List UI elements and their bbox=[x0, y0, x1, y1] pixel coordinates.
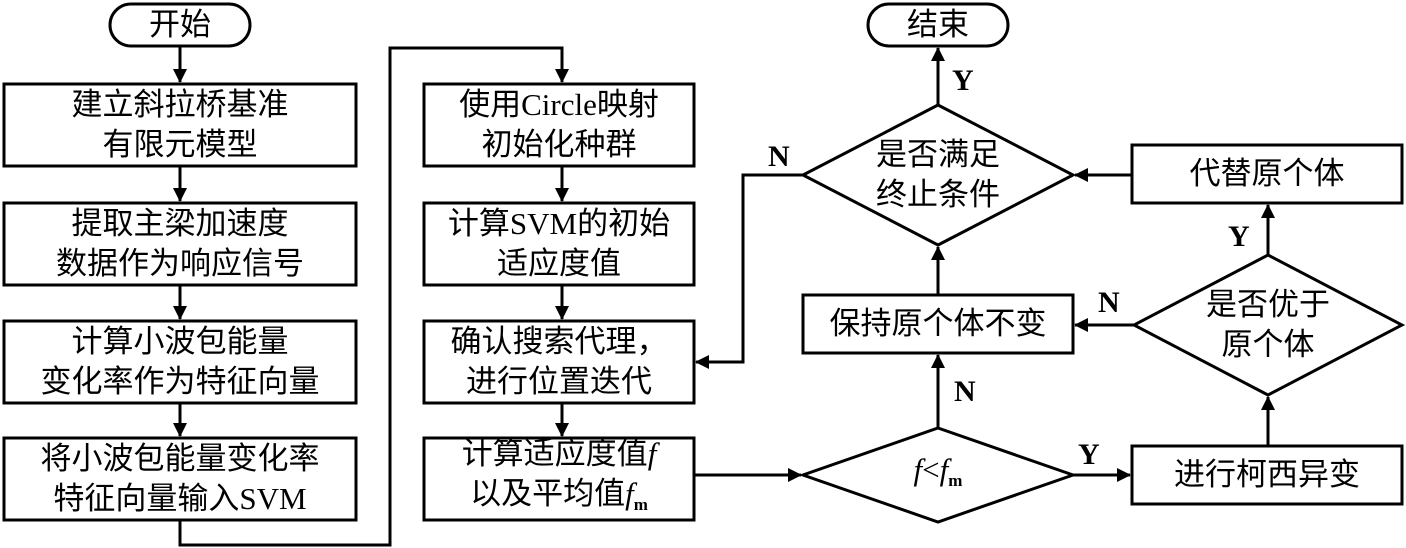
initial-fitness-box bbox=[422, 201, 696, 287]
edge-label-term-no: N bbox=[768, 140, 790, 173]
compare-var-fm: f bbox=[939, 451, 949, 487]
compute-features-label: 计算小波包能量 变化率作为特征向量 bbox=[4, 321, 356, 403]
compute-fitness-line-2: 以及平均值fm bbox=[470, 475, 648, 514]
initial-fitness-line-1: 计算SVM的初始 bbox=[447, 206, 671, 241]
compare-mean-diamond bbox=[798, 426, 1078, 524]
cauchy-mutation-text: 进行柯西异变 bbox=[1174, 457, 1360, 492]
better-than-original-diamond bbox=[1130, 253, 1406, 397]
build-model-line-2: 有限元模型 bbox=[102, 127, 258, 162]
init-population-line-2: 初始化种群 bbox=[481, 127, 637, 162]
better-than-original-label: 是否优于 原个体 bbox=[1168, 285, 1368, 365]
cauchy-mutation-label: 进行柯西异变 bbox=[1132, 446, 1402, 504]
termination-line-1: 是否满足 bbox=[876, 137, 1000, 172]
initial-fitness-line-2: 适应度值 bbox=[497, 246, 621, 281]
build-model-line-1: 建立斜拉桥基准 bbox=[71, 87, 289, 122]
confirm-agent-line-2: 进行位置迭代 bbox=[466, 364, 652, 399]
replace-individual-text: 代替原个体 bbox=[1189, 156, 1345, 191]
edge-label-compare-no: N bbox=[954, 375, 976, 408]
confirm-agent-line-1: 确认搜索代理， bbox=[450, 324, 668, 359]
input-svm-label: 将小波包能量变化率 特征向量输入SVM bbox=[4, 438, 356, 520]
replace-individual-label: 代替原个体 bbox=[1132, 145, 1402, 203]
var-f-mean: f bbox=[625, 475, 634, 511]
end-terminal-shape bbox=[866, 2, 1010, 48]
start-label: 开始 bbox=[110, 4, 250, 46]
termination-line-2: 终止条件 bbox=[876, 177, 1000, 212]
end-text: 结束 bbox=[907, 7, 969, 42]
confirm-agent-label: 确认搜索代理， 进行位置迭代 bbox=[424, 321, 694, 403]
termination-check-diamond bbox=[799, 103, 1077, 247]
initial-fitness-label: 计算SVM的初始 适应度值 bbox=[424, 203, 694, 285]
better-line-2: 原个体 bbox=[1221, 327, 1315, 362]
input-svm-line-1: 将小波包能量变化率 bbox=[40, 441, 320, 476]
edge-label-term-yes: Y bbox=[952, 64, 974, 97]
compute-fitness-line-1: 计算适应度值f bbox=[461, 435, 657, 471]
edge-label-compare-yes: Y bbox=[1078, 438, 1100, 471]
edge-label-better-no: N bbox=[1098, 286, 1120, 319]
start-text: 开始 bbox=[149, 7, 211, 42]
init-population-box bbox=[422, 82, 696, 168]
confirm-agent-box bbox=[422, 319, 696, 405]
init-population-label: 使用Circle映射 初始化种群 bbox=[424, 84, 694, 166]
compute-features-line-1: 计算小波包能量 bbox=[71, 324, 289, 359]
compute-features-line-2: 变化率作为特征向量 bbox=[40, 364, 320, 399]
compare-mean-label: f<fm bbox=[843, 451, 1033, 495]
build-model-label: 建立斜拉桥基准 有限元模型 bbox=[4, 84, 356, 166]
input-svm-line-2: 特征向量输入SVM bbox=[53, 481, 307, 516]
extract-data-label: 提取主梁加速度 数据作为响应信号 bbox=[4, 203, 356, 285]
extract-data-line-2: 数据作为响应信号 bbox=[56, 246, 304, 281]
termination-check-label: 是否满足 终止条件 bbox=[838, 135, 1038, 215]
extract-data-line-1: 提取主梁加速度 bbox=[71, 206, 289, 241]
better-line-1: 是否优于 bbox=[1206, 287, 1330, 322]
compute-fitness-label: 计算适应度值f 以及平均值fm bbox=[424, 436, 694, 520]
init-population-line-1: 使用Circle映射 bbox=[459, 87, 659, 122]
end-label: 结束 bbox=[868, 4, 1008, 46]
var-sub-m: m bbox=[633, 494, 648, 514]
keep-individual-label: 保持原个体不变 bbox=[803, 295, 1073, 353]
compare-var-f: f bbox=[913, 451, 923, 487]
keep-individual-text: 保持原个体不变 bbox=[829, 306, 1047, 341]
compare-operator: < bbox=[922, 451, 940, 487]
compare-var-sub: m bbox=[948, 470, 963, 490]
compute-fitness-box bbox=[422, 436, 696, 522]
edge-label-better-yes: Y bbox=[1228, 220, 1250, 253]
var-f: f bbox=[647, 435, 657, 471]
